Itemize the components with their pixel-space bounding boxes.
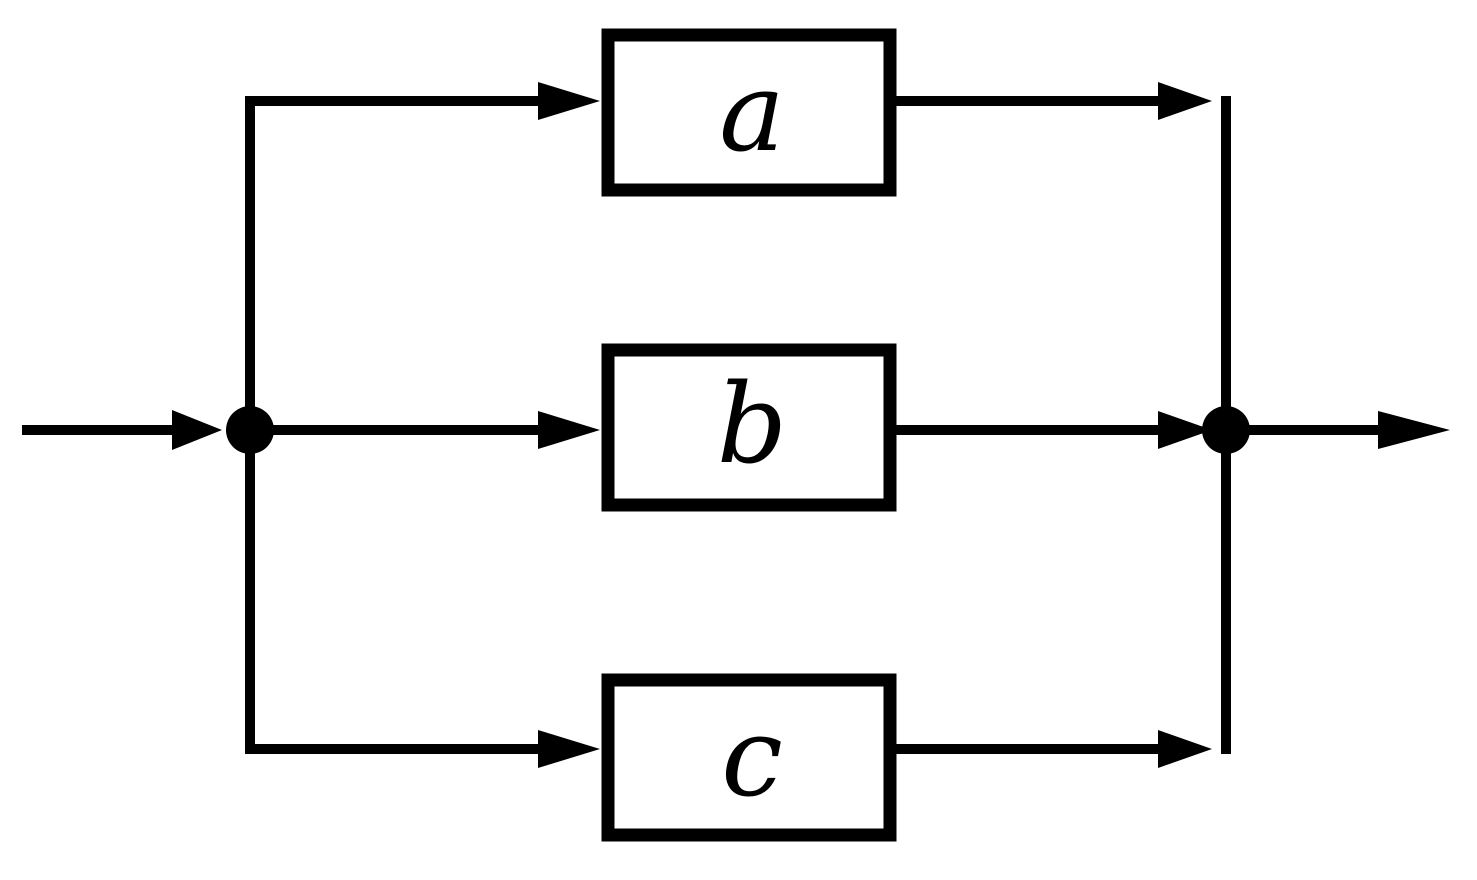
- output-arrowhead: [1378, 411, 1450, 449]
- branch-arrowhead-b-out: [1158, 411, 1212, 449]
- block-b: b: [601, 343, 897, 512]
- branch-arrowhead-b-in: [538, 411, 600, 449]
- branch-arrowhead-c-out: [1158, 730, 1212, 768]
- block-c: c: [601, 673, 897, 842]
- block-b-box: [601, 343, 897, 512]
- branch-arrowhead-a-in: [538, 82, 600, 120]
- block-a-box: [601, 28, 897, 197]
- block-a: a: [601, 28, 897, 197]
- branch-arrowhead-c-in: [538, 730, 600, 768]
- input-arrowhead: [172, 410, 222, 450]
- block-c-box: [601, 673, 897, 842]
- branch-arrowhead-a-out: [1158, 82, 1212, 120]
- block-c-label: c: [721, 693, 783, 821]
- block-b-label: b: [717, 360, 787, 488]
- block-a-label: a: [719, 48, 785, 176]
